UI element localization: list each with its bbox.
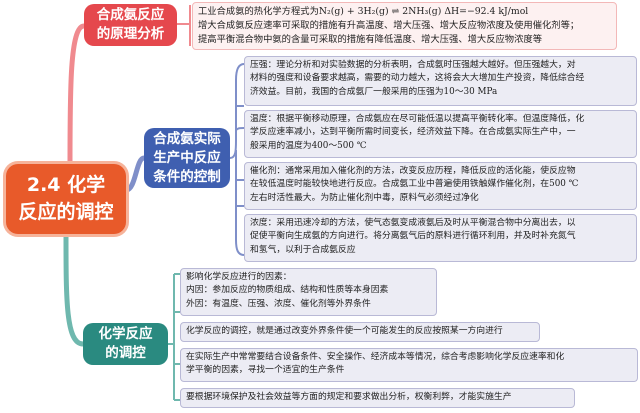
leaf-temperature-line: 学反应速率减小，达到平衡所需时间变长，经济效益下降。在合成氨实际生产中，一 [250, 127, 576, 138]
branch-conditions-line3: 条件的控制 [153, 168, 221, 185]
leaf-concentration-line: 促使平衡向生成氨的方向进行。将分离氨气后的原料进行循环利用，并及时补充氮气 [250, 231, 576, 242]
leaf-principle-line: 增大合成氨反应速率可采取的措施有升高温度、增大压强、增大反应物浓度及使用催化剂等… [198, 20, 580, 31]
leaf-concentration-line: 浓度：采用迅速冷却的方法，使气态氨变成液氨后及时从平衡混合物中分离出去，以 [250, 218, 576, 228]
leaf-catalyst-line: 左右时活性最大。为防止催化剂中毒，原料气必须经过净化 [250, 192, 479, 203]
leaf-temperature: 温度：根据平衡移动原理，合成氨应在尽可能低温以提高平衡转化率。但温度降低，化 学… [244, 110, 637, 158]
leaf-principle-line: 工业合成氨的热化学方程式为N₂(g) + 3H₂(g) ⇌ 2NH₃(g) ΔH… [198, 6, 529, 17]
leaf-factors-line: 外因：有温度、压强、浓度、催化剂等外界条件 [186, 298, 371, 309]
connector-regulation-bracket [168, 273, 180, 401]
branch-regulation: 化学反应 的调控 [83, 323, 168, 365]
leaf-principle-line: 提高平衡混合物中氨的含量可采取的措施有降低温度、增大压强、增大反应物浓度等 [198, 34, 542, 45]
connector-central-principle [67, 23, 87, 167]
leaf-catalyst-line: 在较低温度时能较快地进行反应。合成氨工业中普遍使用铁触媒作催化剂，在500 ℃ [250, 179, 579, 190]
connector-central-regulation [63, 231, 86, 347]
leaf-catalyst-line: 催化剂：通常采用加入催化剂的方法，改变反应历程，降低反应的活化能，使反应物 [250, 166, 576, 176]
leaf-pressure: 压强：理论分析和对实验数据的分析表明，合成氨时压强越大越好。但压强越大，对 材料… [244, 56, 637, 106]
leaf-regulation-definition-line: 化学反应的调控，就是通过改变外界条件使一个可能发生的反应按照某一方向进行 [186, 326, 503, 336]
connector-central-conditions [123, 155, 147, 193]
leaf-factors-line: 影响化学反应进行的因素： [186, 272, 292, 282]
leaf-concentration-line: 和氢气，以利于合成氨反应 [250, 244, 356, 255]
branch-conditions-line2: 生产中反应 [153, 149, 221, 166]
branch-conditions: 合成氨实际 生产中反应 条件的控制 [144, 128, 230, 188]
leaf-temperature-line: 般采用的温度为400～500 ℃ [250, 140, 367, 151]
leaf-concentration: 浓度：采用迅速冷却的方法，使气态氨变成液氨后及时从平衡混合物中分离出去，以 促使… [244, 214, 637, 262]
central-topic: 2.4 化学 反应的调控 [6, 164, 126, 234]
leaf-environment-line: 要根据环境保护及社会效益等方面的规定和要求做出分析，权衡利弊，才能实施生产 [186, 392, 512, 402]
leaf-production-conditions-line: 学平衡的因素，寻找一个适宜的生产条件 [186, 365, 345, 376]
leaf-production-conditions: 在实际生产中常常要结合设备条件、安全操作、经济成本等情况，综合考虑影响化学反应速… [180, 348, 638, 382]
central-topic-line2: 反应的调控 [18, 201, 114, 223]
branch-principle: 合成氨反应 的原理分析 [84, 4, 177, 46]
leaf-pressure-line: 材料的强度和设备要求越高，需要的动力越大，这将会大大增加生产投资，降低综合经 [250, 73, 585, 84]
leaf-pressure-line: 压强：理论分析和对实验数据的分析表明，合成氨时压强越大越好。但压强越大，对 [250, 60, 576, 70]
branch-regulation-line1: 化学反应 [98, 326, 153, 342]
leaf-environment: 要根据环境保护及社会效益等方面的规定和要求做出分析，权衡利弊，才能实施生产 [180, 388, 575, 408]
leaf-catalyst: 催化剂：通常采用加入催化剂的方法，改变反应历程，降低反应的活化能，使反应物 在较… [244, 162, 637, 210]
branch-regulation-line2: 的调控 [105, 345, 146, 361]
branch-principle-line2: 的原理分析 [96, 26, 165, 42]
leaf-regulation-definition: 化学反应的调控，就是通过改变外界条件使一个可能发生的反应按照某一方向进行 [180, 322, 540, 342]
leaf-principle-notes: 工业合成氨的热化学方程式为N₂(g) + 3H₂(g) ⇌ 2NH₃(g) ΔH… [192, 2, 617, 50]
leaf-pressure-line: 济效益。目前，我国的合成氨厂一般采用的压强为10～30 MPa [250, 86, 498, 97]
leaf-production-conditions-line: 在实际生产中常常要结合设备条件、安全操作、经济成本等情况，综合考虑影响化学反应速… [186, 352, 565, 362]
connector-conditions-bracket [229, 63, 245, 256]
central-topic-line1: 2.4 化学 [26, 174, 106, 196]
leaf-factors: 影响化学反应进行的因素： 内因：参加反应的物质组成、结构和性质等本身因素 外因：… [180, 268, 437, 316]
branch-principle-line1: 合成氨反应 [96, 7, 165, 23]
leaf-temperature-line: 温度：根据平衡移动原理，合成氨应在尽可能低温以提高平衡转化率。但温度降低，化 [250, 114, 585, 124]
leaf-factors-line: 内因：参加反应的物质组成、结构和性质等本身因素 [186, 285, 389, 296]
branch-conditions-line1: 合成氨实际 [153, 130, 221, 147]
